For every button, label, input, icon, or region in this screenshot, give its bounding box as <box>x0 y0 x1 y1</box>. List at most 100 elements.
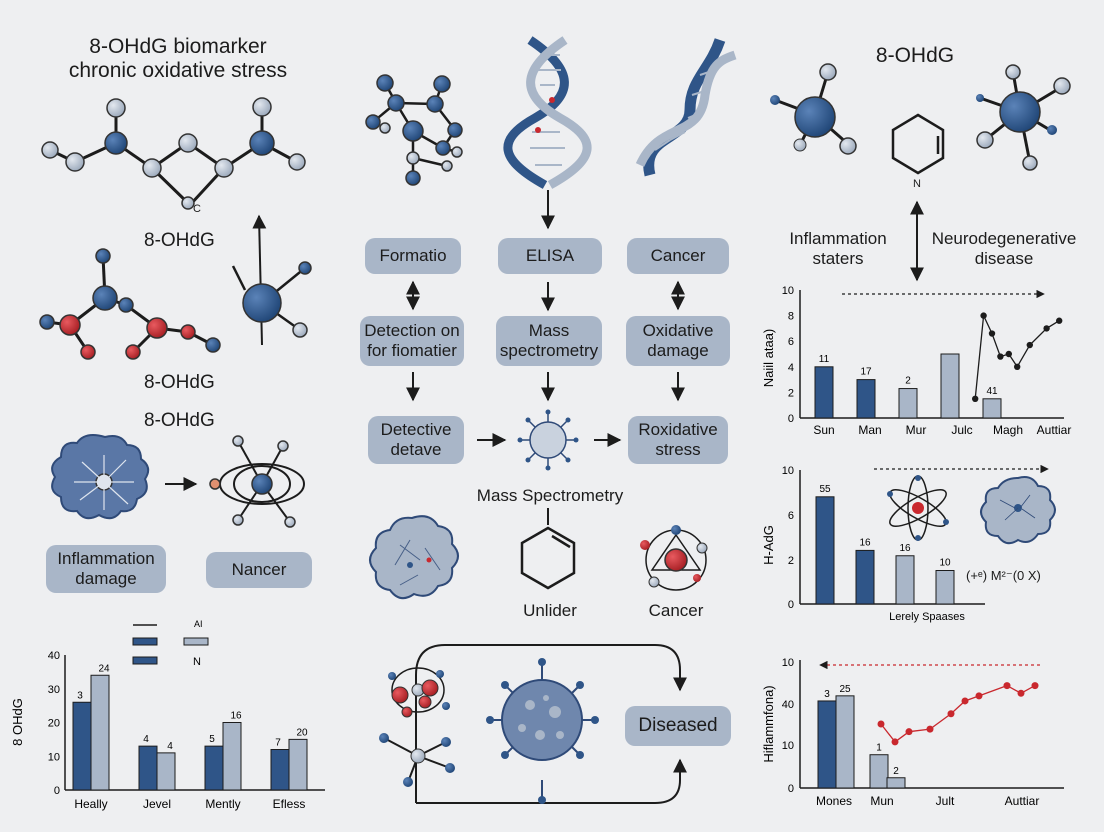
chart3-data-label: 16 <box>899 543 911 554</box>
chart4-bar <box>835 695 855 789</box>
chart2-point <box>980 312 987 319</box>
chart1-y-tick: 40 <box>48 650 60 662</box>
pill-oxidative-line2: damage <box>647 341 709 360</box>
pill-detection: Detection on for fiomatier <box>360 316 464 366</box>
label-8ohdg-3: 8-OHdG <box>144 410 215 431</box>
molecule-center-atoms <box>365 74 463 186</box>
chart2-x-tick: Auttiar <box>1037 423 1072 437</box>
dna-helix-1 <box>503 36 592 230</box>
left-title-line2: chronic oxidative stress <box>68 59 288 82</box>
pill-detective-line1: Detective <box>380 420 452 440</box>
chart1-data-label: 3 <box>77 690 83 701</box>
chart2-bar <box>940 353 960 419</box>
chart1-bar <box>156 752 176 791</box>
pill-mass-line2: spectrometry <box>499 341 599 360</box>
chart4-x-tick: Auttiar <box>1005 794 1040 808</box>
chart3-bar <box>815 496 835 605</box>
chart1-legend-swatch-3 <box>183 637 209 646</box>
chart1-data-label: 7 <box>275 738 281 749</box>
molecule-left-mid-atoms <box>39 248 221 360</box>
chart4-line <box>880 684 1036 743</box>
chart2-y-tick: 8 <box>788 311 794 323</box>
chart3-ylabel: H-AdG <box>761 525 776 565</box>
chart2-y-tick: 6 <box>788 336 794 348</box>
pill-roxidative-line1: Roxidative <box>638 420 718 440</box>
chart2-point <box>972 395 979 402</box>
chart1-x-tick: Jevel <box>143 797 171 811</box>
chart1-data-label: 5 <box>209 734 215 745</box>
chart3-bar <box>935 570 955 605</box>
chart2-point <box>1056 317 1063 324</box>
left-title-line1: 8-OHdG biomarker <box>89 35 267 58</box>
dna-helix-2 <box>635 38 737 177</box>
chart3-xlabel: Lerely Spaases <box>889 611 965 623</box>
chart3-data-label: 55 <box>819 484 831 495</box>
chart4-point <box>1031 682 1039 690</box>
chart3-y-tick: 0 <box>788 599 794 611</box>
chart1-y-tick: 0 <box>54 785 60 797</box>
pill-detective: Detective detave <box>368 416 464 464</box>
chart2-data-label: 41 <box>986 386 998 397</box>
chart4-y-tick: 10 <box>782 740 794 752</box>
chart1-bar <box>204 745 224 791</box>
pill-detection-line2: for fiomatier <box>367 341 457 360</box>
label-8ohdg-2: 8-OHdG <box>144 372 215 393</box>
chart1-bar <box>72 701 92 791</box>
chart3-bar <box>895 555 915 605</box>
chart1-data-label: 4 <box>167 741 173 752</box>
pill-diseased: Diseased <box>625 706 731 746</box>
chart3-y-tick: 2 <box>788 555 794 567</box>
benzene-ring-center <box>520 526 576 590</box>
chart2-y-tick: 4 <box>788 362 794 374</box>
inflammation-line2: staters <box>812 249 864 269</box>
chart1-legend-n: N <box>193 656 201 668</box>
pill-elisa: ELISA <box>498 238 602 274</box>
left-title: 8-OHdG biomarker chronic oxidative stres… <box>38 35 318 83</box>
chart2-data-label: 17 <box>860 367 872 378</box>
chart2-point <box>1026 341 1034 349</box>
chart4-y-tick: 0 <box>788 783 794 795</box>
chart1-legend-ai: AI <box>194 619 203 629</box>
chart2-point <box>1014 363 1021 370</box>
label-8ohdg-1: 8-OHdG <box>144 230 215 251</box>
right-title: 8-OHdG <box>875 44 955 67</box>
pill-detective-line2: detave <box>390 440 442 459</box>
chart1-y-tick: 20 <box>48 718 60 730</box>
chart4-bar <box>817 700 837 789</box>
label-neurodegenerative: Neurodegenerative disease <box>924 229 1084 270</box>
chart4-point <box>961 697 969 705</box>
chart2-y-tick: 2 <box>788 387 794 399</box>
label-cancer: Cancer <box>648 601 704 620</box>
molecule-left-top-atoms <box>41 97 306 210</box>
pill-detection-line1: Detection on <box>364 321 460 341</box>
chart3-y-tick: 6 <box>788 510 794 522</box>
cell-right <box>980 476 1056 545</box>
chart1-legend-swatch-1 <box>132 637 158 646</box>
chart4-data-label: 25 <box>839 684 851 695</box>
pill-mass-spectrometry: Mass spectrometry <box>496 316 602 366</box>
chart4-x-tick: Mones <box>816 794 852 808</box>
chart4-x-tick: Jult <box>936 794 955 808</box>
chart1-data-label: 20 <box>296 727 308 738</box>
chart2-point <box>988 330 996 337</box>
chart2-data-label: 2 <box>905 376 911 387</box>
chart2-bar <box>856 379 876 419</box>
chart1-x-tick: Efless <box>273 797 306 811</box>
chart4-point <box>947 710 955 718</box>
pill-formation: Formatio <box>365 238 461 274</box>
chart2-y-tick: 10 <box>782 285 794 297</box>
atom-cancer-center <box>640 525 708 591</box>
chart2-data-label: 11 <box>819 354 830 365</box>
chart4-data-label: 2 <box>893 766 899 777</box>
neuro-line1: Neurodegenerative <box>931 229 1077 248</box>
benzene-ring-right <box>891 113 945 175</box>
chart2-bar <box>814 366 834 419</box>
chart4-data-label: 1 <box>876 743 882 754</box>
chart1-bar <box>288 738 308 791</box>
chart4-data-label: 3 <box>824 689 830 700</box>
chart2-formula: (+ᵉ) M²⁻(0 X) <box>966 568 1041 583</box>
